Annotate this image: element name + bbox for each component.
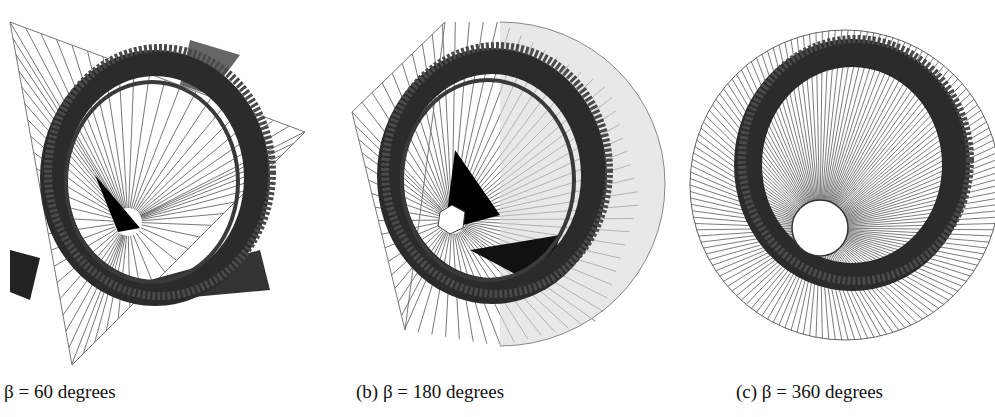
ray-lines bbox=[10, 22, 305, 364]
ray-line bbox=[141, 132, 305, 216]
ring-edge bbox=[742, 39, 970, 281]
ring-edge bbox=[385, 46, 609, 294]
ray-line bbox=[139, 231, 177, 261]
ray-line bbox=[846, 166, 995, 219]
ray-line bbox=[137, 103, 227, 211]
ring-edge bbox=[48, 48, 272, 296]
hole bbox=[438, 205, 465, 234]
ray-line bbox=[845, 147, 995, 217]
ring bbox=[390, 61, 594, 291]
ring-edge bbox=[402, 80, 574, 280]
ray-line bbox=[138, 109, 243, 213]
dark-wedge bbox=[95, 175, 140, 232]
dark-band bbox=[10, 250, 40, 300]
ray-line bbox=[142, 223, 212, 226]
panel-caption: β = 60 degrees bbox=[4, 381, 116, 403]
ray-line bbox=[133, 235, 153, 284]
boundary-circle bbox=[690, 30, 995, 340]
hole bbox=[792, 200, 848, 256]
ray-line bbox=[847, 179, 995, 221]
panel-caption: (c) β = 360 degrees bbox=[736, 381, 883, 403]
ray-line bbox=[130, 74, 150, 208]
boundary-triangle bbox=[10, 22, 305, 365]
ray-line bbox=[442, 25, 451, 207]
ray-line bbox=[142, 214, 224, 221]
ring bbox=[53, 63, 257, 293]
ray-line bbox=[848, 224, 995, 228]
ray-line bbox=[142, 225, 200, 237]
ray-line bbox=[848, 217, 995, 226]
ray-line bbox=[848, 211, 995, 226]
ray-line bbox=[132, 80, 166, 209]
ray-line bbox=[136, 97, 212, 210]
ring-edge bbox=[66, 82, 238, 282]
panel-caption: (b) β = 180 degrees bbox=[356, 381, 504, 403]
ray-line bbox=[847, 172, 995, 220]
ray-line bbox=[142, 190, 247, 218]
ray-lines bbox=[690, 30, 995, 340]
ring bbox=[748, 53, 956, 277]
